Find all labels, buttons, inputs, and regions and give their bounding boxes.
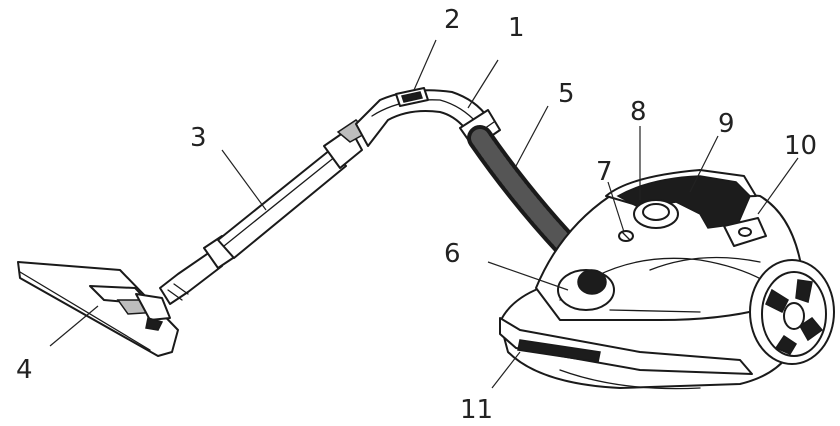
callout-10: 10 [784, 131, 817, 161]
callout-2: 2 [444, 5, 461, 35]
callout-3: 3 [190, 123, 207, 153]
callout-1: 1 [508, 13, 525, 43]
callout-labels: 1 2 3 4 5 6 7 8 9 10 11 [16, 5, 817, 425]
leader-lines [49, 39, 799, 389]
leader-7 [607, 181, 625, 233]
leader-10 [757, 157, 799, 215]
leader-1 [467, 59, 499, 109]
callout-8: 8 [630, 97, 647, 127]
leader-11 [491, 351, 521, 389]
leader-5 [515, 105, 549, 167]
callout-4: 4 [16, 355, 33, 385]
leader-2 [413, 39, 437, 91]
callout-11: 11 [460, 395, 493, 425]
leader-3 [221, 149, 267, 211]
callout-7: 7 [596, 157, 613, 187]
floor-nozzle [17, 261, 179, 357]
leader-4 [49, 305, 99, 347]
callout-5: 5 [558, 79, 575, 109]
callout-6: 6 [444, 239, 461, 269]
callout-9: 9 [718, 109, 735, 139]
leader-9 [689, 135, 719, 193]
vacuum-main-body [499, 169, 835, 390]
leader-6 [487, 261, 569, 291]
